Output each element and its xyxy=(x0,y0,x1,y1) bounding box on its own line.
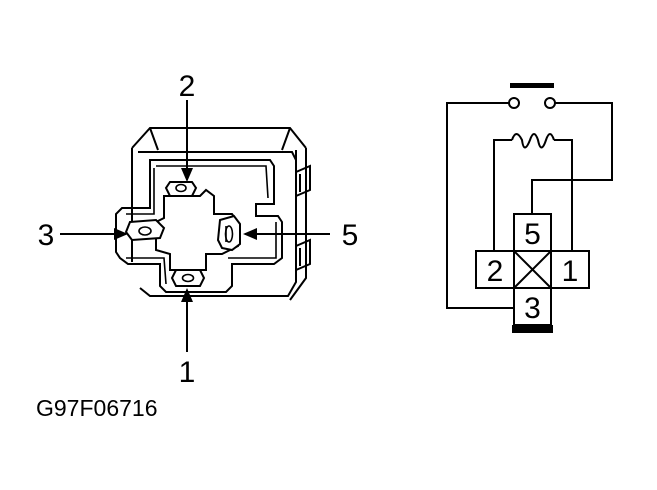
wire-coil-to-1 xyxy=(554,139,573,250)
pin-label-1: 1 xyxy=(179,356,196,389)
arrowhead-1 xyxy=(181,288,193,302)
arrowhead-2 xyxy=(181,168,193,182)
terminal-label-3: 3 xyxy=(524,292,541,325)
wire-switch-to-3 xyxy=(446,102,513,309)
terminal-label-2: 2 xyxy=(487,255,504,288)
terminal-label-5: 5 xyxy=(524,218,541,251)
switch-actuator xyxy=(510,83,554,88)
terminal-box-1 xyxy=(550,250,590,289)
pin-label-2: 2 xyxy=(179,70,196,103)
pin-label-3: 3 xyxy=(38,219,55,252)
switch-contact-right xyxy=(544,97,556,109)
wire-switch-to-5 xyxy=(531,102,613,214)
arrowhead-3 xyxy=(114,228,128,240)
relay-schematic: 5 2 1 3 xyxy=(446,83,613,333)
switch-contact-left xyxy=(508,97,520,109)
figure-code: G97F06716 xyxy=(36,395,157,421)
terminal-center-cross xyxy=(513,250,552,289)
terminal-3-ground-bar xyxy=(512,325,553,333)
wire-coil-to-2 xyxy=(493,139,512,250)
pin-label-5: 5 xyxy=(342,219,359,252)
arrowhead-5 xyxy=(243,228,257,240)
relay-coil xyxy=(511,133,555,149)
terminal-label-1: 1 xyxy=(562,255,579,288)
relay-socket-drawing: 2 3 5 1 xyxy=(38,70,359,389)
